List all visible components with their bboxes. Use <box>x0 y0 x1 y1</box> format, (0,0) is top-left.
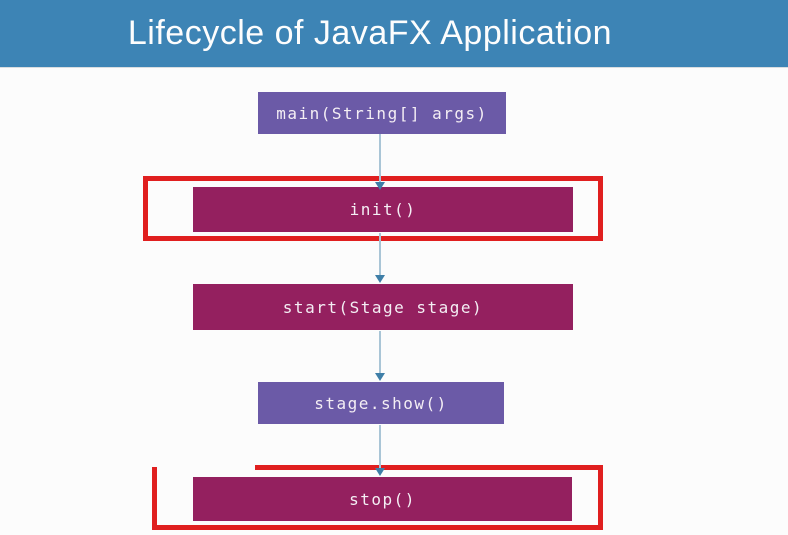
arrow-shaft <box>379 134 381 183</box>
arrow-down-icon <box>375 275 385 283</box>
highlight-box-stop-right-edge <box>598 465 603 530</box>
flow-node-stage-show: stage.show() <box>258 382 504 424</box>
page-title: Lifecycle of JavaFX Application <box>127 14 613 52</box>
arrow-shaft <box>379 331 381 374</box>
highlight-box-stop-left-edge <box>152 467 157 530</box>
arrow-down-icon <box>375 468 385 476</box>
header-bar: Lifecycle of JavaFX Application <box>0 0 788 68</box>
flow-node-start: start(Stage stage) <box>193 284 573 330</box>
flow-node-init: init() <box>193 187 573 232</box>
arrow-shaft <box>379 233 381 276</box>
flow-arrow-init-to-start <box>374 233 386 283</box>
highlight-box-init <box>143 176 603 241</box>
flow-arrow-main-to-init <box>374 134 386 190</box>
flow-node-stop: stop() <box>193 477 572 521</box>
flow-node-main: main(String[] args) <box>258 92 506 134</box>
arrow-down-icon <box>375 373 385 381</box>
flow-arrow-show-to-stop <box>374 425 386 476</box>
highlight-box-stop-bottom-edge <box>152 525 603 530</box>
arrow-down-icon <box>375 182 385 190</box>
highlight-box-stop-top-edge <box>255 465 603 470</box>
flow-arrow-start-to-show <box>374 331 386 381</box>
arrow-shaft <box>379 425 381 469</box>
